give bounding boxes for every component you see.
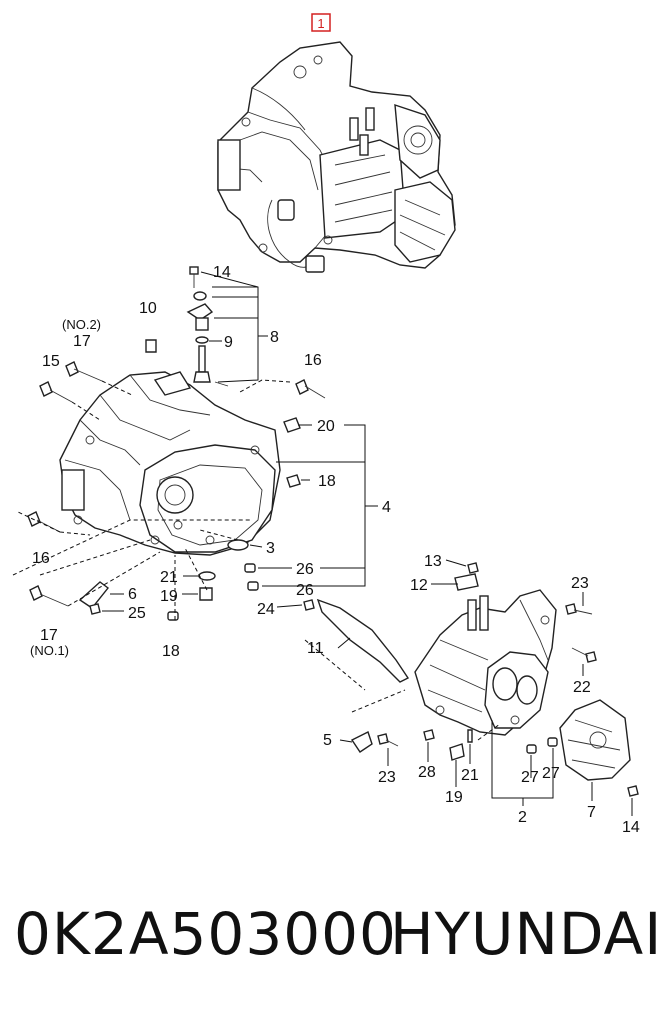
callout-21: 21 xyxy=(160,569,178,586)
callout-18: 18 xyxy=(318,473,336,490)
callout-10: 10 xyxy=(139,300,157,317)
small-parts-right xyxy=(350,562,639,797)
callout-14: 14 xyxy=(213,264,231,281)
part-number: 0K2A503000 xyxy=(14,900,397,968)
callout-8: 8 xyxy=(270,329,279,346)
callout-16: 16 xyxy=(304,352,322,369)
transaxle-assembly xyxy=(217,41,456,273)
callout-19: 19 xyxy=(160,588,178,605)
callout-14-lower: 14 xyxy=(622,819,640,836)
callout-26: 26 xyxy=(296,561,314,578)
callout-13: 13 xyxy=(424,553,442,570)
callout-no1: (NO.1) xyxy=(30,643,69,658)
callout-27: 27 xyxy=(521,769,539,786)
clutch-housing xyxy=(414,573,631,781)
exploded-parts-diagram: 1 xyxy=(12,13,640,836)
callout-18-lower: 18 xyxy=(162,643,180,660)
callout-25: 25 xyxy=(128,605,146,622)
brand-name: HYUNDAI xyxy=(390,900,657,968)
callout-16-lower: 16 xyxy=(32,550,50,567)
callout-23: 23 xyxy=(571,575,589,592)
callout-21-right: 21 xyxy=(461,767,479,784)
callout-9: 9 xyxy=(224,334,233,351)
callout-17: 17 xyxy=(73,333,91,350)
small-parts-left xyxy=(27,266,410,683)
transaxle-case xyxy=(59,371,281,556)
callout-17-lower: 17 xyxy=(40,627,58,644)
callout-7: 7 xyxy=(587,804,596,821)
callout-15: 15 xyxy=(42,353,60,370)
callout-6: 6 xyxy=(128,586,137,603)
callout-no2: (NO.2) xyxy=(62,317,101,332)
callout-22: 22 xyxy=(573,679,591,696)
callout-24: 24 xyxy=(257,601,275,618)
leader-lines-right xyxy=(304,559,633,816)
callout-labels: 14 8 9 10 (NO.2) 17 15 16 20 18 4 16 3 2… xyxy=(30,264,640,836)
callout-3: 3 xyxy=(266,540,275,557)
callout-12: 12 xyxy=(410,577,428,594)
callout-1: 1 xyxy=(317,16,324,31)
caption: 0K2A503000 HYUNDAI xyxy=(0,900,657,980)
callout-20: 20 xyxy=(317,418,335,435)
callout-28: 28 xyxy=(418,764,436,781)
callout-2: 2 xyxy=(518,809,527,826)
callout-5: 5 xyxy=(323,732,332,749)
callout-26-lower: 26 xyxy=(296,582,314,599)
callout-box-1 xyxy=(311,13,331,32)
callout-27-right: 27 xyxy=(542,765,560,782)
callout-19-right: 19 xyxy=(445,789,463,806)
callout-4: 4 xyxy=(382,499,391,516)
callout-23-lower: 23 xyxy=(378,769,396,786)
callout-11: 11 xyxy=(307,640,324,657)
leader-lines-left xyxy=(12,271,378,649)
